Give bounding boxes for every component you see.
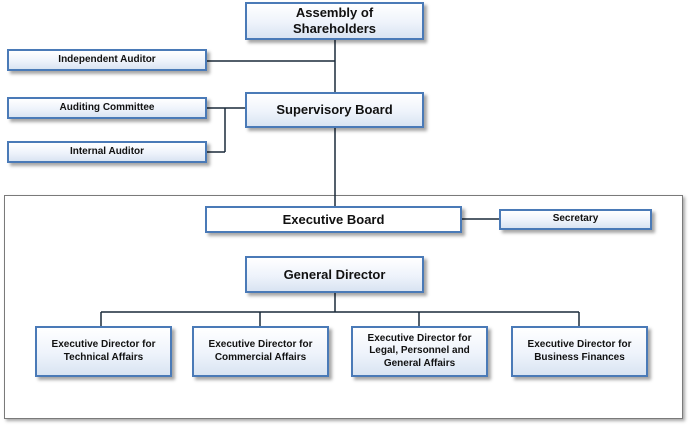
- auditing-committee-box: Auditing Committee: [7, 97, 207, 119]
- secretary-box: Secretary: [499, 209, 652, 230]
- internal-auditor-label: Internal Auditor: [69, 145, 145, 157]
- general-director-label: General Director: [283, 266, 386, 282]
- assembly-of-shareholders-label: Assembly of Shareholders: [292, 5, 377, 36]
- supervisory-board-box: Supervisory Board: [245, 92, 424, 128]
- exec-director-finance-box: Executive Director for Business Finances: [511, 326, 648, 377]
- general-director-box: General Director: [245, 256, 424, 293]
- independent-auditor-box: Independent Auditor: [7, 49, 207, 71]
- assembly-of-shareholders-box: Assembly of Shareholders: [245, 2, 424, 40]
- independent-auditor-label: Independent Auditor: [58, 53, 156, 65]
- exec-director-commercial-box: Executive Director for Commercial Affair…: [192, 326, 329, 377]
- executive-board-box: Executive Board: [205, 206, 462, 233]
- internal-auditor-box: Internal Auditor: [7, 141, 207, 163]
- secretary-label: Secretary: [552, 213, 599, 225]
- exec-director-finance-label: Executive Director for Business Finances: [527, 339, 632, 363]
- exec-director-legal-label: Executive Director for Legal, Personnel …: [367, 333, 472, 369]
- exec-director-legal-box: Executive Director for Legal, Personnel …: [351, 326, 488, 377]
- exec-director-technical-box: Executive Director for Technical Affairs: [35, 326, 172, 377]
- exec-director-commercial-label: Executive Director for Commercial Affair…: [208, 339, 313, 363]
- executive-board-label: Executive Board: [282, 211, 385, 227]
- supervisory-board-label: Supervisory Board: [276, 102, 393, 118]
- auditing-committee-label: Auditing Committee: [59, 101, 155, 113]
- exec-director-technical-label: Executive Director for Technical Affairs: [51, 339, 156, 363]
